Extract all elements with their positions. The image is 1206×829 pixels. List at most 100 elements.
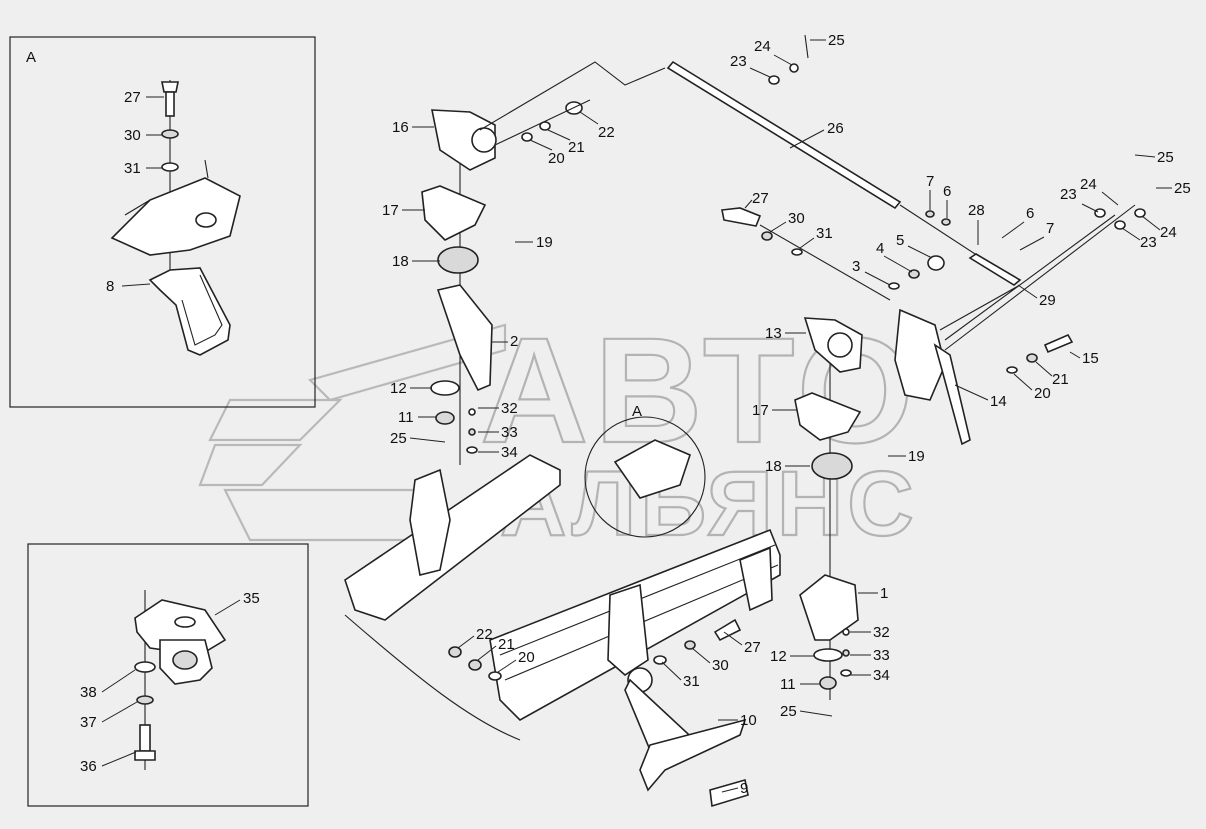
detail-circle: [584, 416, 706, 538]
callout-20: 20: [518, 649, 535, 666]
nut: [435, 411, 455, 425]
bolt-head: [134, 750, 156, 761]
callout-16: 16: [392, 119, 409, 136]
watermark-logo-stripe: [307, 323, 507, 402]
frame-rail-left: [344, 454, 561, 621]
callout-9: 9: [740, 780, 748, 797]
callout-26: 26: [827, 120, 844, 137]
callout-labels: 16 17 18 19 2 12 11 25 32 33 34 20 21 22…: [382, 32, 1191, 797]
callout-21: 21: [568, 139, 585, 156]
spring-washer: [468, 428, 476, 436]
detail-callout-label: A: [632, 403, 642, 420]
callout-25: 25: [1174, 180, 1191, 197]
callout-7: 7: [1046, 220, 1054, 237]
callout-31: 31: [124, 160, 141, 177]
callout-20: 20: [548, 150, 565, 167]
callout-23: 23: [1140, 234, 1157, 251]
callout-21: 21: [498, 636, 515, 653]
watermark-logo-stripe: [198, 443, 303, 487]
callout-33: 33: [501, 424, 518, 441]
callout-17: 17: [752, 402, 769, 419]
rod: [666, 60, 902, 210]
nut-small: [466, 446, 478, 454]
callout-27: 27: [744, 639, 761, 656]
callout-13: 13: [765, 325, 782, 342]
callout-2: 2: [510, 333, 518, 350]
callout-32: 32: [873, 624, 890, 641]
callout-33: 33: [873, 647, 890, 664]
inset-a-label: A: [26, 49, 36, 66]
latch-pivot: [827, 332, 853, 358]
callout-24: 24: [754, 38, 771, 55]
callout-21: 21: [1052, 371, 1069, 388]
bolt-head: [161, 81, 179, 93]
callout-22: 22: [598, 124, 615, 141]
callout-12: 12: [770, 648, 787, 665]
mount-hole: [174, 616, 196, 628]
callout-30: 30: [124, 127, 141, 144]
left-mount-assembly: [421, 61, 666, 465]
callout-29: 29: [1039, 292, 1056, 309]
washer-small: [468, 408, 476, 416]
step-bracket: [148, 267, 231, 356]
callout-19: 19: [536, 234, 553, 251]
callout-7: 7: [926, 173, 934, 190]
callout-6: 6: [1026, 205, 1034, 222]
callout-14: 14: [990, 393, 1007, 410]
frame-bracket: [607, 583, 649, 677]
bolt: [709, 778, 749, 808]
mount-bracket: [436, 284, 493, 392]
bolt-shank: [165, 91, 175, 117]
callout-35: 35: [243, 590, 260, 607]
callout-23: 23: [730, 53, 747, 70]
callout-30: 30: [788, 210, 805, 227]
torsion-rod: [666, 34, 1022, 286]
inset-b-frame: [27, 543, 309, 807]
callout-23: 23: [1060, 186, 1077, 203]
callout-18: 18: [392, 253, 409, 270]
bracket-hole: [195, 212, 217, 228]
callout-27: 27: [124, 89, 141, 106]
callout-28: 28: [968, 202, 985, 219]
callout-34: 34: [501, 444, 518, 461]
inset-a-frame: [9, 36, 316, 408]
callout-36: 36: [80, 758, 97, 775]
washer: [161, 162, 179, 172]
callout-3: 3: [852, 258, 860, 275]
rubber-mount: [811, 452, 853, 480]
right-mount-assembly: [721, 204, 1146, 700]
mount-core: [172, 650, 198, 670]
washer: [134, 661, 156, 673]
callout-22: 22: [476, 626, 493, 643]
watermark-text-line2: АЛЬЯНС: [500, 453, 918, 555]
frame-rail: [344, 454, 781, 808]
callout-11: 11: [398, 409, 414, 426]
callout-18: 18: [765, 458, 782, 475]
callout-37: 37: [80, 714, 97, 731]
callout-12: 12: [390, 380, 407, 397]
spring-washer: [136, 695, 154, 705]
callout-10: 10: [740, 712, 757, 729]
callout-5: 5: [896, 232, 904, 249]
bracket-plate: [110, 177, 241, 256]
detail-a-marker: A: [584, 403, 706, 538]
callout-31: 31: [683, 673, 700, 690]
latch-bracket: [431, 109, 496, 171]
frame-bracket: [409, 468, 451, 576]
callout-32: 32: [501, 400, 518, 417]
watermark-logo-stripe: [223, 488, 442, 542]
latch-pivot: [471, 127, 497, 153]
callout-20: 20: [1034, 385, 1051, 402]
mount-bracket: [799, 574, 859, 641]
bump-stop: [794, 392, 862, 441]
callout-34: 34: [873, 667, 890, 684]
callout-1: 1: [880, 585, 888, 602]
bump-stop: [421, 185, 487, 241]
callout-6: 6: [943, 183, 951, 200]
washer: [813, 648, 843, 662]
callout-38: 38: [80, 684, 97, 701]
callout-25: 25: [390, 430, 407, 447]
detail-bracket: [613, 439, 691, 499]
